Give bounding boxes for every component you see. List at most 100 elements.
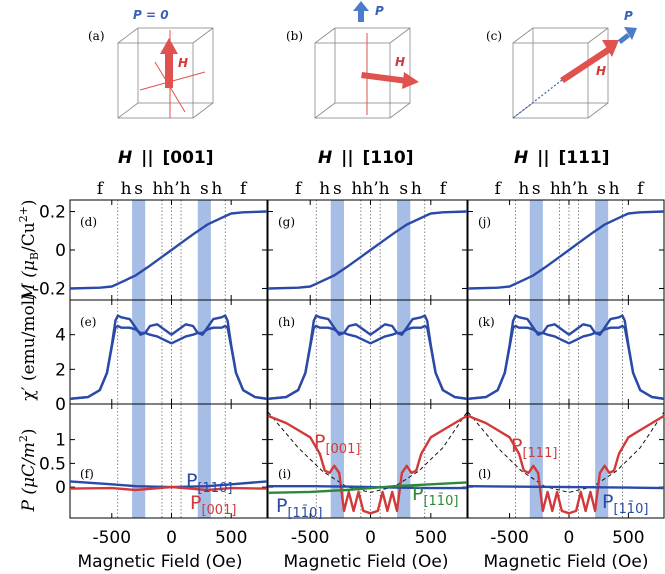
panel-frame bbox=[267, 199, 468, 301]
y-tick-label: 0 bbox=[55, 241, 66, 261]
phase-label: hh’h bbox=[351, 179, 389, 199]
diagonal-c bbox=[512, 79, 563, 119]
polarization-arrow-b bbox=[353, 1, 369, 22]
panel-frame bbox=[467, 199, 665, 301]
parabola-fit-line bbox=[467, 411, 665, 493]
field-label-a: H bbox=[178, 56, 188, 70]
phase-label: h bbox=[211, 179, 222, 199]
shaded-band bbox=[132, 404, 146, 518]
series-line bbox=[267, 414, 468, 515]
series-line bbox=[467, 314, 665, 400]
p-annotation-main: P bbox=[190, 492, 201, 514]
y-tick-label: -0.2 bbox=[33, 279, 66, 299]
panel-frame bbox=[467, 403, 665, 519]
shaded-band bbox=[595, 200, 609, 300]
phase-label: s bbox=[532, 179, 541, 199]
p-annotation: P[001] bbox=[314, 431, 360, 457]
phase-label: s bbox=[399, 179, 408, 199]
panel-frame bbox=[69, 199, 268, 301]
cube-a bbox=[117, 27, 214, 119]
panel-M-1: -0.200.2(d) bbox=[33, 199, 268, 301]
cube-c bbox=[512, 27, 609, 119]
panel-letter: (f) bbox=[80, 467, 94, 481]
p-annotation-main: P bbox=[412, 483, 423, 505]
series-line bbox=[69, 324, 268, 400]
cube-b bbox=[314, 27, 411, 119]
y-axis-label-chi: χ′ (emu/mol) bbox=[19, 293, 39, 400]
phase-label: s bbox=[134, 179, 143, 199]
x-tick-label: -500 bbox=[291, 528, 330, 548]
panel-frame bbox=[69, 403, 268, 519]
shaded-band bbox=[330, 200, 344, 300]
series-line bbox=[69, 314, 268, 400]
series-line bbox=[267, 324, 468, 400]
x-tick-label: 500 bbox=[415, 528, 447, 548]
p-annotation-sub: [110] bbox=[197, 481, 232, 496]
phase-label: f bbox=[295, 179, 303, 199]
panel-letter: (h) bbox=[278, 315, 295, 329]
phase-label: s bbox=[333, 179, 342, 199]
x-axis-label-1: Magnetic Field (Oe) bbox=[78, 552, 243, 572]
y-tick-label: 0.2 bbox=[39, 203, 66, 223]
x-tick-label: 0 bbox=[166, 528, 177, 548]
series-line bbox=[69, 210, 268, 290]
panel-letter: (j) bbox=[478, 215, 491, 229]
p-annotation-main: P bbox=[511, 435, 522, 457]
x-tick-label: -500 bbox=[490, 528, 529, 548]
phase-label: s bbox=[200, 179, 209, 199]
shaded-band bbox=[197, 300, 211, 404]
x-tick-label: -500 bbox=[92, 528, 131, 548]
x-tick-label: 0 bbox=[564, 528, 575, 548]
x-axis-label-3: Magnetic Field (Oe) bbox=[484, 552, 649, 572]
panel-frame bbox=[267, 403, 468, 519]
panel-M-3: (j) bbox=[467, 199, 665, 301]
x-axis-label-2: Magnetic Field (Oe) bbox=[284, 552, 449, 572]
phase-label: hh’h bbox=[550, 179, 588, 199]
y-tick-label: 0 bbox=[55, 395, 66, 415]
field-label-b: H bbox=[395, 55, 405, 69]
p-annotation: P[11̄0] bbox=[412, 483, 458, 509]
y-tick-label: 0.5 bbox=[39, 454, 66, 474]
schematic-b: (b) P H H || [110] bbox=[286, 1, 419, 168]
phase-label: s bbox=[597, 179, 606, 199]
x-tick-label: 500 bbox=[612, 528, 644, 548]
p-annotation-sub: [11̄0] bbox=[613, 502, 648, 517]
phase-label: h bbox=[609, 179, 620, 199]
series-line bbox=[467, 414, 665, 515]
p-annotation-main: P bbox=[602, 491, 613, 513]
shaded-band bbox=[132, 300, 146, 404]
shaded-band bbox=[595, 300, 609, 404]
shaded-band bbox=[529, 300, 543, 404]
field-arrow-b bbox=[361, 72, 419, 89]
phase-label: h bbox=[121, 179, 132, 199]
p-annotation-sub: [001] bbox=[325, 442, 360, 457]
series-line bbox=[467, 210, 665, 290]
caption-b: H || [110] bbox=[318, 148, 414, 168]
svg-text:χ′ (emu/mol): χ′ (emu/mol) bbox=[19, 293, 39, 400]
y-tick-label: 2 bbox=[55, 360, 66, 380]
series-line bbox=[467, 324, 665, 400]
panel-letter: (i) bbox=[278, 467, 291, 481]
x-tick-label: 500 bbox=[215, 528, 247, 548]
field-arrow-c bbox=[560, 40, 619, 83]
p-annotation: P[11̄0] bbox=[276, 495, 322, 521]
schematic-c: (c) H P H || [111] bbox=[486, 9, 637, 168]
p-annotation-sub: [001] bbox=[201, 503, 236, 518]
p-annotation-main: P bbox=[276, 495, 287, 517]
schematic-a: (a) P = 0 H H || [001] bbox=[88, 8, 214, 168]
p-annotation: P[001] bbox=[190, 492, 236, 518]
shaded-band bbox=[397, 200, 411, 300]
p-annotation: P[11̄0] bbox=[602, 491, 648, 517]
p-annotation: P[110] bbox=[186, 470, 232, 496]
polarization-a: P = 0 bbox=[133, 8, 169, 22]
panel-letter: (l) bbox=[478, 467, 491, 481]
series-line bbox=[267, 481, 468, 494]
svg-text:M (μB/Cu2+): M (μB/Cu2+) bbox=[17, 199, 41, 301]
y-tick-label: 0 bbox=[55, 478, 66, 498]
y-tick-label: 1 bbox=[55, 431, 66, 451]
p-annotation-sub: [111] bbox=[522, 446, 557, 461]
panel-letter: (k) bbox=[478, 315, 495, 329]
